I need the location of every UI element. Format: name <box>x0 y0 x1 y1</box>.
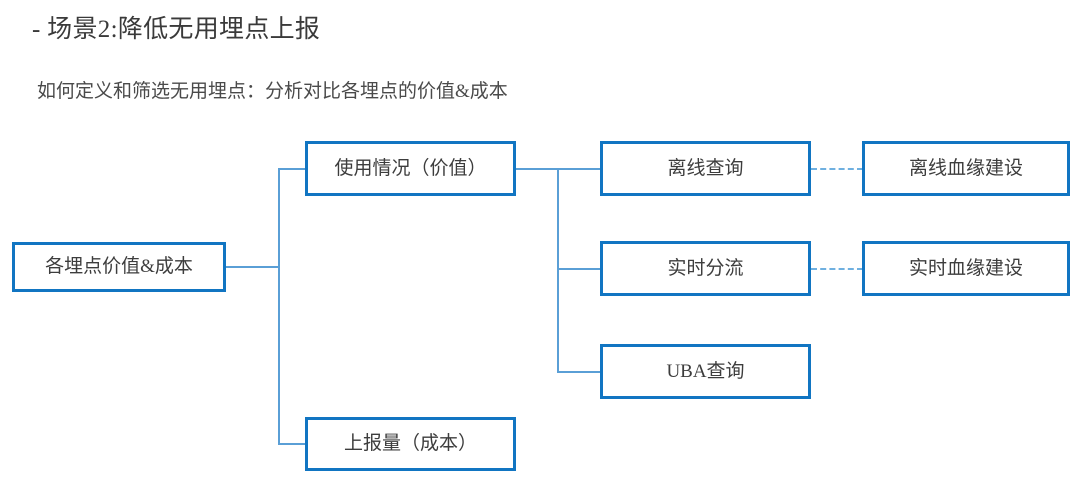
node-realtime-lineage[interactable]: 实时血缘建设 <box>862 241 1070 296</box>
connector-usage-to-uba-query <box>557 371 601 373</box>
page-subtitle: 如何定义和筛选无用埋点：分析对比各埋点的价值&成本 <box>37 81 508 102</box>
node-report-volume-cost-label: 上报量（成本） <box>343 433 477 454</box>
connector-root-spine <box>278 168 280 445</box>
node-realtime-split-label: 实时分流 <box>667 257 744 279</box>
connector-offline-query-to-offline-lineage <box>811 168 863 170</box>
node-offline-lineage-label: 离线血缘建设 <box>908 157 1023 179</box>
node-uba-query-label: UBA查询 <box>666 360 745 382</box>
node-realtime-lineage-label: 实时血缘建设 <box>908 257 1023 279</box>
node-root[interactable]: 各埋点价值&成本 <box>12 242 226 292</box>
connector-realtime-split-to-realtime-lineage <box>811 268 863 270</box>
node-usage-value[interactable]: 使用情况（价值） <box>305 141 516 196</box>
node-realtime-split[interactable]: 实时分流 <box>600 241 811 296</box>
node-root-label: 各埋点价值&成本 <box>45 256 193 277</box>
node-offline-lineage[interactable]: 离线血缘建设 <box>862 141 1070 196</box>
connector-root-stub <box>226 266 279 268</box>
connector-usage-spine <box>557 168 559 372</box>
connector-root-to-usage <box>278 168 306 170</box>
connector-root-to-volume <box>278 443 306 445</box>
node-offline-query-label: 离线查询 <box>667 157 744 179</box>
connector-usage-stub <box>516 168 558 170</box>
page-title: - 场景2:降低无用埋点上报 <box>32 16 321 43</box>
connector-usage-to-realtime-split <box>557 268 601 270</box>
node-usage-value-label: 使用情况（价值） <box>334 157 487 179</box>
node-offline-query[interactable]: 离线查询 <box>600 141 811 196</box>
node-uba-query[interactable]: UBA查询 <box>600 344 811 399</box>
node-report-volume-cost[interactable]: 上报量（成本） <box>305 417 516 471</box>
connector-usage-to-offline-query <box>557 168 601 170</box>
